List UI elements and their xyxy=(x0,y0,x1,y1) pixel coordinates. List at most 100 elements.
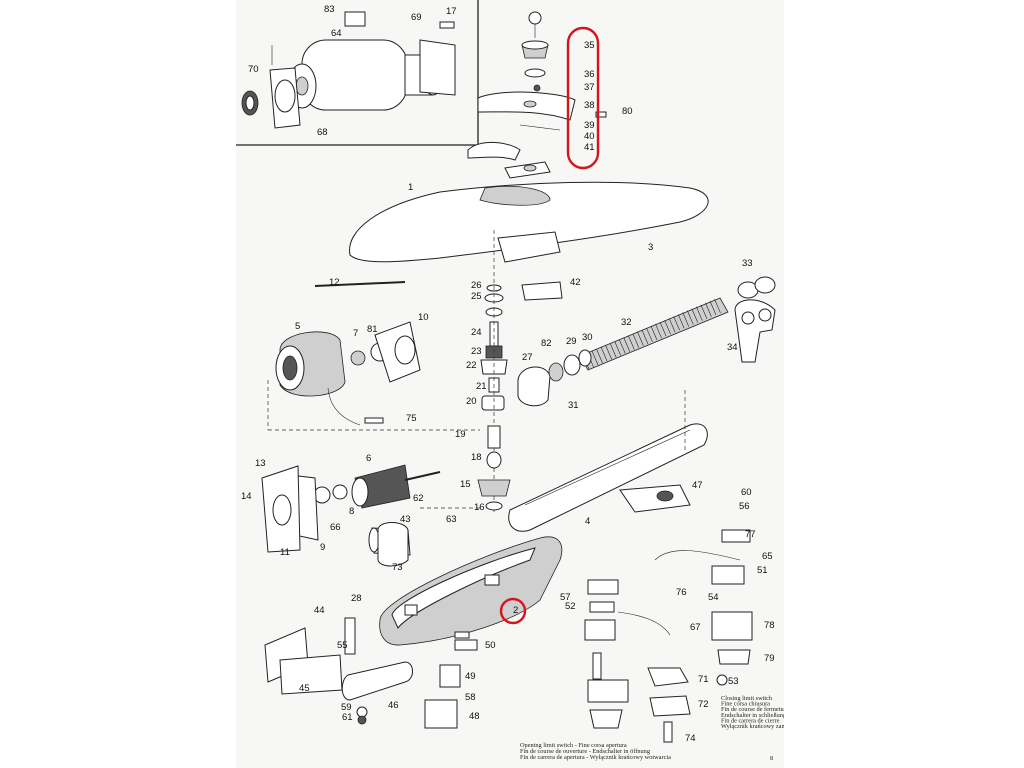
part-label-48: 48 xyxy=(469,711,480,722)
thread-mark xyxy=(596,349,603,364)
part-label-27: 27 xyxy=(522,352,533,363)
base-housing xyxy=(508,423,708,532)
part-label-75: 75 xyxy=(406,413,417,424)
part-label-30: 30 xyxy=(582,332,593,343)
part-label-71: 71 xyxy=(698,674,709,685)
part-label-3: 3 xyxy=(648,242,653,253)
part-label-67: 67 xyxy=(690,622,701,633)
thread-mark xyxy=(618,339,626,354)
part-label-59: 59 xyxy=(341,702,352,713)
part-label-2: 2 xyxy=(513,605,518,616)
thread-mark xyxy=(655,323,662,339)
highlight-circle-2 xyxy=(499,597,527,625)
part-label-7: 7 xyxy=(353,328,358,339)
part-label-70: 70 xyxy=(248,64,259,75)
part-label-38: 38 xyxy=(584,100,595,111)
thread-mark xyxy=(591,351,599,366)
thread-mark xyxy=(705,302,712,317)
part-label-47: 47 xyxy=(692,480,703,491)
part-label-60: 60 xyxy=(741,487,752,498)
closing-caption-line: Fine corsa chiusura xyxy=(721,701,770,708)
thread-mark xyxy=(650,325,658,341)
part-label-32: 32 xyxy=(621,317,632,328)
motor-assembly xyxy=(275,281,421,426)
part-label-74: 74 xyxy=(685,733,696,744)
thread-mark xyxy=(682,312,690,327)
part-label-39: 39 xyxy=(584,120,595,131)
thread-mark xyxy=(668,318,676,333)
highlight-circle-35-38 xyxy=(566,26,600,170)
part-label-49: 49 xyxy=(465,671,476,682)
part-label-58: 58 xyxy=(465,692,476,703)
part-label-1: 1 xyxy=(408,182,413,193)
part-label-18: 18 xyxy=(471,452,482,463)
part-label-37: 37 xyxy=(584,82,595,93)
upper-bracket-parts xyxy=(467,11,607,179)
thread-mark xyxy=(637,331,644,346)
closing-caption-line: Wyłącznik krańcowy zamykania xyxy=(721,723,784,730)
part-label-4: 4 xyxy=(585,516,590,527)
thread-mark xyxy=(709,300,717,315)
part-label-5: 5 xyxy=(295,321,300,332)
part-label-34: 34 xyxy=(727,342,738,353)
part-label-64: 64 xyxy=(331,28,342,39)
part-labels: 1234567891011121314151617181920212223242… xyxy=(241,4,775,744)
closing-caption-line: Closing limit switch xyxy=(721,695,773,702)
center-shaft-stack xyxy=(477,230,511,512)
part-label-14: 14 xyxy=(241,491,252,502)
part-label-6: 6 xyxy=(366,453,371,464)
part-label-23: 23 xyxy=(471,346,482,357)
part-label-46: 46 xyxy=(388,700,399,711)
part-label-80: 80 xyxy=(622,106,633,117)
part-label-65: 65 xyxy=(762,551,773,562)
exploded-parts-diagram: 1234567891011121314151617181920212223242… xyxy=(236,0,784,762)
thread-mark xyxy=(677,314,685,329)
part-label-26: 26 xyxy=(471,280,482,291)
part-label-17: 17 xyxy=(446,6,457,17)
part-label-13: 13 xyxy=(255,458,266,469)
motor-inset xyxy=(236,0,479,146)
thread-mark xyxy=(646,327,653,343)
part-label-28: 28 xyxy=(351,593,362,604)
thread-mark xyxy=(664,320,671,335)
part-label-69: 69 xyxy=(411,12,422,23)
part-label-79: 79 xyxy=(764,653,775,664)
thread-mark xyxy=(659,322,667,337)
part-label-55: 55 xyxy=(337,640,348,651)
part-label-57: 57 xyxy=(560,592,571,603)
part-label-21: 21 xyxy=(476,381,487,392)
part-label-24: 24 xyxy=(471,327,482,338)
opening-caption-line: Fin de carrera de apertura - Wyłącznik k… xyxy=(520,754,671,761)
part-label-72: 72 xyxy=(698,699,709,710)
thread-mark xyxy=(691,308,699,323)
thread-mark xyxy=(641,329,649,344)
part-label-63: 63 xyxy=(446,514,457,525)
part-label-81: 81 xyxy=(367,324,378,335)
part-label-44: 44 xyxy=(314,605,325,616)
part-label-40: 40 xyxy=(584,131,595,142)
mounting-brackets xyxy=(264,617,478,729)
part-label-22: 22 xyxy=(466,360,477,371)
part-label-29: 29 xyxy=(566,336,577,347)
closing-caption-line: Endschalter in schließung xyxy=(721,712,784,719)
part-label-51: 51 xyxy=(757,565,768,576)
part-label-16: 16 xyxy=(474,502,485,513)
limit-switch-parts xyxy=(584,529,753,743)
part-label-50: 50 xyxy=(485,640,496,651)
part-label-8: 8 xyxy=(349,506,354,517)
thread-mark xyxy=(609,343,617,358)
thread-mark xyxy=(605,345,612,360)
thread-mark xyxy=(614,341,622,356)
opening-caption-line: Fin de course de ouverture - Endschalter… xyxy=(520,748,651,755)
part-label-54: 54 xyxy=(708,592,719,603)
thread-mark xyxy=(600,347,608,362)
part-label-20: 20 xyxy=(466,396,477,407)
leader-lines xyxy=(267,380,686,509)
part-label-33: 33 xyxy=(742,258,753,269)
thread-mark xyxy=(673,316,680,331)
opening-caption-line: Opening limit switch - Fine corsa apertu… xyxy=(520,742,627,749)
part-label-62: 62 xyxy=(413,493,424,504)
part-label-66: 66 xyxy=(330,522,341,533)
